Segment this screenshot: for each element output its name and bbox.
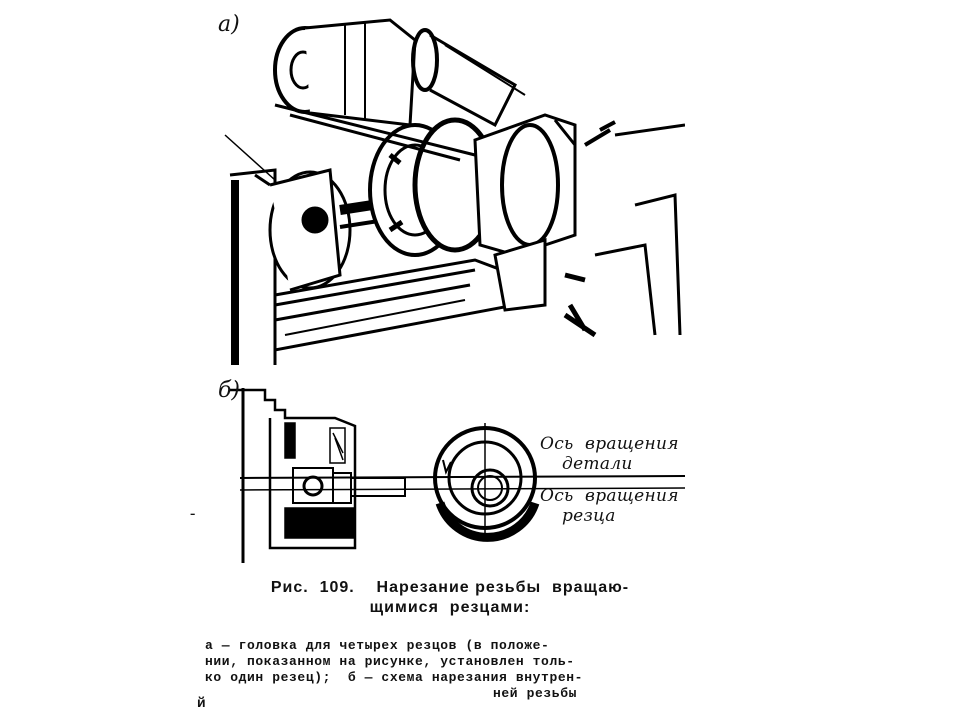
part-axis-note: Ось вращения детали xyxy=(540,434,710,474)
figure-a-illustration xyxy=(224,18,685,365)
stray-dash: - xyxy=(190,505,196,522)
caption-title-line1: Рис. 109. Нарезание резьбы вращаю- xyxy=(270,579,630,596)
figure-caption-body: а — головка для четырех резцов (в положе… xyxy=(205,638,695,702)
caption-body-line: нии, показанном на рисунке, установлен т… xyxy=(205,654,575,669)
part-axis-note-line1: Ось вращения xyxy=(540,434,679,454)
caption-body-line: ней резьбы xyxy=(492,686,577,701)
cutter-axis-note-line1: Ось вращения xyxy=(540,486,679,506)
figure-b-schematic xyxy=(230,388,686,563)
hanging-letter: й xyxy=(197,694,206,710)
figure-a-label: а) xyxy=(218,12,240,37)
caption-body-line: ко один резец); б — схема нарезания внут… xyxy=(205,670,584,685)
cutter-axis-note: Ось вращения резца xyxy=(540,486,710,526)
caption-title-line2: щимися резцами: xyxy=(369,599,531,616)
figure-caption-title: Рис. 109. Нарезание резьбы вращаю- щимис… xyxy=(205,578,695,618)
figure-b-label: б) xyxy=(218,378,241,403)
caption-body-line: а — головка для четырех резцов (в положе… xyxy=(205,638,550,653)
part-axis-note-line2: детали xyxy=(562,454,633,474)
cutter-axis-note-line2: резца xyxy=(562,506,616,526)
